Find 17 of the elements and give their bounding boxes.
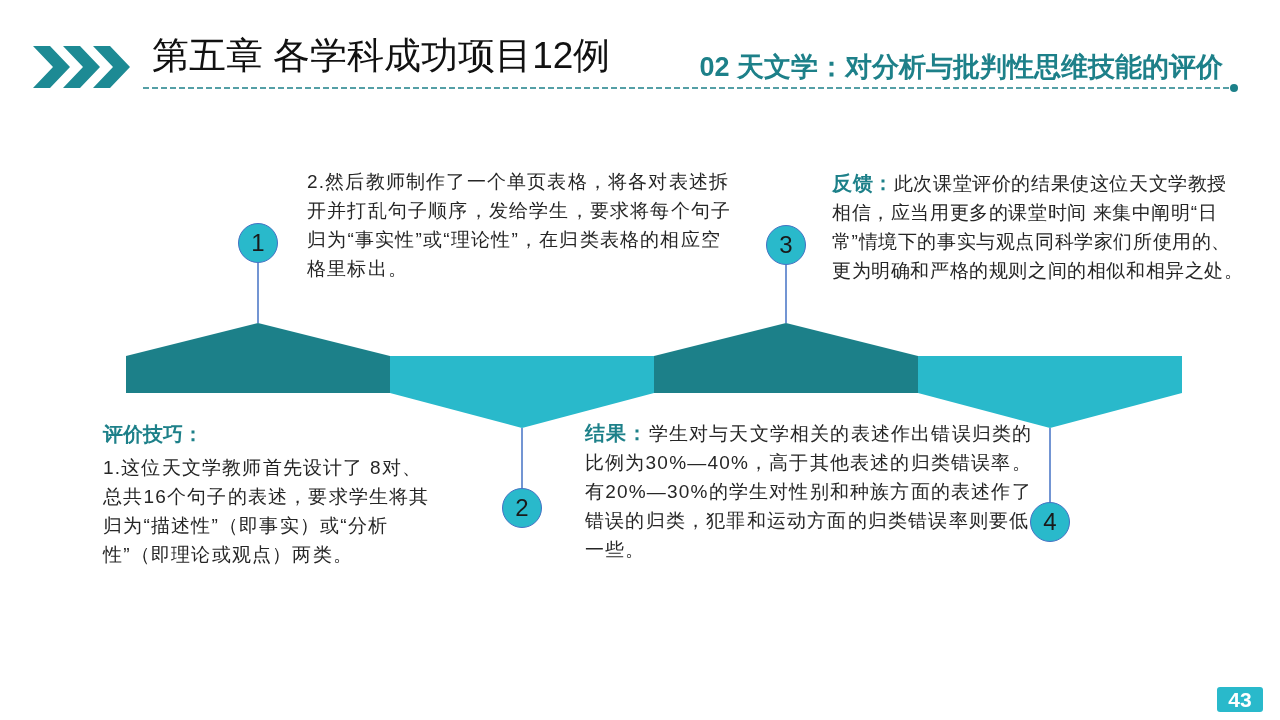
step-circle: 4 [1030, 502, 1070, 542]
connector-line [257, 262, 259, 324]
connector-line [1049, 427, 1051, 503]
description-text: 2.然后教师制作了一个单页表格，将各对表述拆开并打乱句子顺序，发给学生，要求将每个句子归为“事实性”或“理论性”，在归类表格的相应空格里标出。 [307, 170, 733, 281]
description-text: 1.这位天文学教师首先设计了 8对、总共16个句子的表述，要求学生将其归为“描述性”（即事实）或“分析性”（即理论或观点）两类。 [103, 456, 431, 567]
step-circle: 3 [766, 225, 806, 265]
connector-line [521, 427, 523, 489]
step-circle: 1 [238, 223, 278, 263]
section-subtitle: 02 天文学：对分析与批判性思维技能的评价 [699, 51, 1223, 83]
description-text: 反馈：此次课堂评价的结果使这位天文学教授相信，应当用更多的课堂时间 来集中阐明“日常”情境下的事实与观点同科学家们所使用的、更为明确和严格的规则之间的相似和相异之处。 [832, 171, 1245, 283]
chapter-title: 第五章 各学科成功项目12例 [152, 34, 611, 78]
page-number: 43 [1217, 687, 1263, 712]
step-circle: 2 [502, 488, 542, 528]
timeline-segment [654, 323, 918, 393]
connector-line [785, 264, 787, 324]
timeline-segment [126, 323, 390, 393]
section-heading: 评价技巧： [103, 422, 203, 447]
